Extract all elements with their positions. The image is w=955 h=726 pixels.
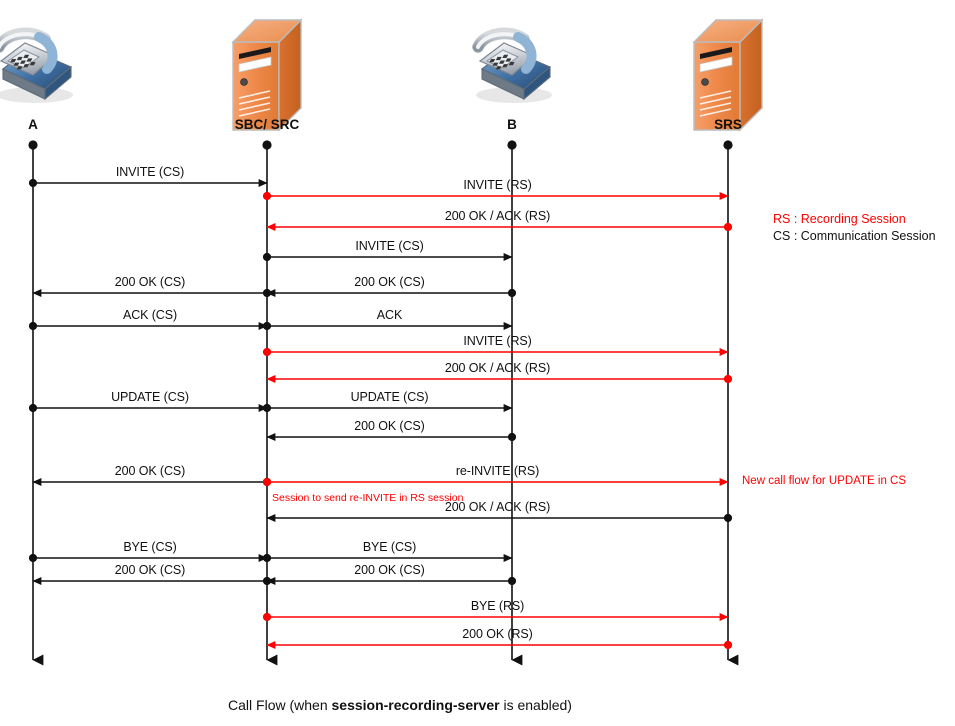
message-label: re-INVITE (RS) (455, 464, 540, 478)
message-label: 200 OK (CS) (354, 275, 425, 289)
message-label: 200 OK / ACK (RS) (444, 361, 551, 375)
actor-label-b: B (507, 117, 517, 132)
message-label: BYE (RS) (470, 599, 525, 613)
legend-communication-session: CS : Communication Session (773, 229, 936, 243)
caption-prefix: Call Flow (when (228, 697, 332, 713)
messages-layer (28, 178, 733, 650)
legend-recording-session: RS : Recording Session (773, 212, 906, 226)
message-label: 200 OK / ACK (RS) (444, 500, 551, 514)
message-label: 200 OK / ACK (RS) (444, 209, 551, 223)
message-label: ACK (376, 308, 403, 322)
note-reinvite: Session to send re-INVITE in RS session (272, 492, 464, 504)
actor-label-sbc: SBC/ SRC (234, 117, 300, 132)
message-label: 200 OK (CS) (114, 464, 186, 478)
message-label: 200 OK (RS) (462, 627, 533, 641)
note-newflow: New call flow for UPDATE in CS (742, 475, 907, 487)
message-label: INVITE (CS) (115, 165, 185, 179)
lifeline-sbc (262, 140, 278, 666)
caption-bold-term: session-recording-server (331, 697, 500, 713)
server-tower-icon (231, 18, 303, 132)
caption-suffix: is enabled) (499, 697, 572, 713)
message-label: INVITE (RS) (463, 334, 532, 348)
diagram-caption: Call Flow (when session-recording-server… (228, 697, 572, 713)
message-label: 200 OK (CS) (114, 275, 186, 289)
message-label: INVITE (CS) (355, 239, 424, 253)
desk-phone-icon (472, 27, 552, 103)
server-tower-icon (692, 18, 764, 132)
message-label: ACK (CS) (122, 308, 178, 322)
message-label: 200 OK (CS) (114, 563, 186, 577)
lifeline-srs (723, 140, 739, 666)
message-label: BYE (CS) (123, 540, 177, 554)
message-label: 200 OK (CS) (354, 563, 425, 577)
actor-label-a: A (28, 117, 38, 132)
message-label: INVITE (RS) (463, 178, 532, 192)
actor-label-srs: SRS (714, 117, 742, 132)
actor-icons-layer (0, 18, 764, 132)
message-label: BYE (CS) (362, 540, 417, 554)
desk-phone-icon (0, 27, 73, 103)
message-label: UPDATE (CS) (111, 390, 189, 404)
legend: RS : Recording Session CS : Communicatio… (773, 211, 936, 245)
message-label: 200 OK (CS) (354, 419, 425, 433)
lifeline-a (28, 140, 44, 666)
message-label: UPDATE (CS) (350, 390, 429, 404)
